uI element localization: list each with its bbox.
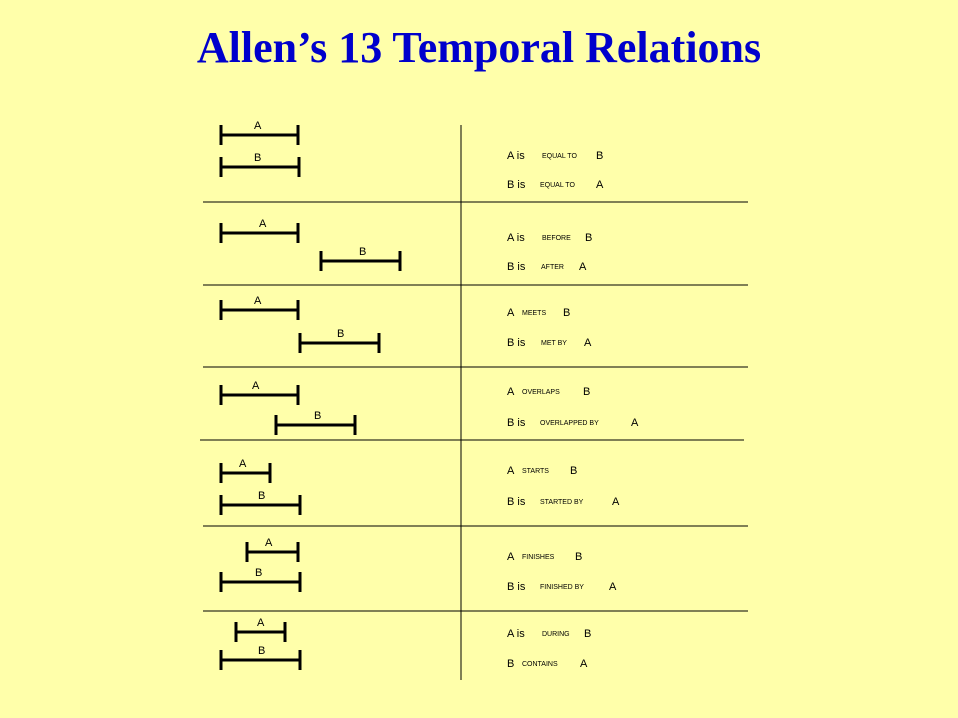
relation-name: STARTS [522,468,549,475]
interval-a-label: A [239,458,247,470]
relation-name: OVERLAPS [522,389,560,396]
relation-object: B [583,386,590,398]
relation-object: A [609,581,617,593]
relation-object: B [585,232,592,244]
interval-a-bar [219,463,272,483]
interval-b-bar [274,415,357,435]
relation-name: CONTAINS [522,661,558,668]
interval-b-label: B [255,567,262,579]
interval-b-label: B [359,246,366,258]
relation-object: A [612,496,620,508]
relation-subject: A is [507,628,525,640]
interval-a-bar [219,300,300,320]
interval-b-bar [219,495,302,515]
relation-subject: B is [507,337,526,349]
relation-object: A [580,658,588,670]
interval-b-bar [298,333,381,353]
interval-a-label: A [257,617,265,629]
interval-b-label: B [254,152,261,164]
interval-b-label: B [337,328,344,340]
interval-a-bar [219,125,300,145]
relation-subject: A [507,307,515,319]
relation-object: A [596,179,604,191]
interval-b-label: B [258,490,265,502]
interval-a-label: A [259,218,267,230]
relation-object: B [584,628,591,640]
relation-name: MEETS [522,310,546,317]
relation-subject: B is [507,496,526,508]
relation-subject: A is [507,150,525,162]
interval-a-label: A [265,537,273,549]
relation-subject: B is [507,417,526,429]
relation-object: B [596,150,603,162]
interval-a-bar [219,223,300,243]
relation-subject: B is [507,179,526,191]
relation-name: MET BY [541,340,567,347]
interval-a-label: A [254,120,262,132]
relation-name: STARTED BY [540,499,584,506]
interval-b-label: B [314,410,321,422]
relation-subject: B is [507,581,526,593]
relation-subject: B is [507,261,526,273]
interval-b-label: B [258,645,265,657]
relation-subject: A [507,551,515,563]
relation-object: A [631,417,639,429]
interval-b-bar [319,251,402,271]
relation-name: FINISHES [522,554,555,561]
interval-b-bar [219,650,302,670]
relation-object: A [584,337,592,349]
interval-a-bar [245,542,300,562]
interval-a-bar [234,622,287,642]
relation-name: FINISHED BY [540,584,584,591]
relation-name: EQUAL TO [540,182,575,189]
relation-name: DURING [542,631,570,638]
interval-a-label: A [254,295,262,307]
interval-a-bar [219,385,300,405]
relation-name: BEFORE [542,235,571,242]
relation-subject: B [507,658,514,670]
relation-object: B [570,465,577,477]
interval-b-bar [219,572,302,592]
relation-object: B [575,551,582,563]
relation-subject: A [507,465,515,477]
slide-title: Allen’s 13 Temporal Relations [196,23,762,72]
interval-a-label: A [252,380,260,392]
relation-name: OVERLAPPED BY [540,420,599,427]
relation-subject: A is [507,232,525,244]
relation-subject: A [507,386,515,398]
interval-b-bar [219,157,301,177]
relation-object: B [563,307,570,319]
relation-name: EQUAL TO [542,153,577,160]
relation-object: A [579,261,587,273]
relation-name: AFTER [541,264,564,271]
